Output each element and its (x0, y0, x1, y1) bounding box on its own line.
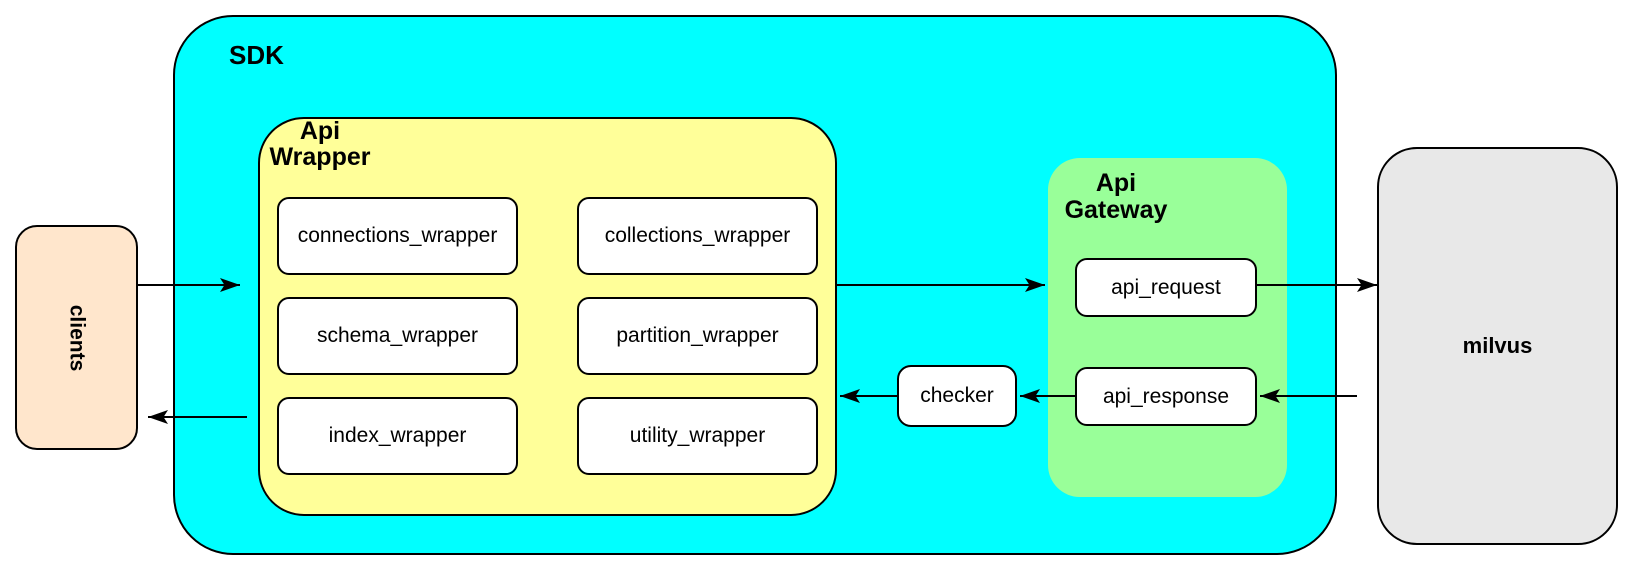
node-connections-wrapper: connections_wrapper (277, 197, 518, 275)
node-checker: checker (897, 365, 1017, 427)
node-clients: clients (15, 225, 138, 450)
node-partition-wrapper: partition_wrapper (577, 297, 818, 375)
node-utility-wrapper: utility_wrapper (577, 397, 818, 475)
api-wrapper-title-line2: Wrapper (269, 143, 371, 171)
api-gateway-container (1048, 158, 1287, 497)
api-wrapper-title-line1: Api (299, 117, 341, 145)
node-api-response: api_response (1075, 367, 1257, 426)
api-gateway-title: Api Gateway (1064, 170, 1168, 224)
api-wrapper-title: Api Wrapper (262, 118, 378, 170)
node-milvus: milvus (1377, 147, 1618, 545)
clients-label: clients (65, 304, 89, 371)
api-gateway-title-line1: Api (1095, 169, 1137, 197)
sdk-title: SDK (229, 40, 284, 70)
node-collections-wrapper: collections_wrapper (577, 197, 818, 275)
api-gateway-title-line2: Gateway (1064, 196, 1168, 224)
node-api-request: api_request (1075, 258, 1257, 317)
node-index-wrapper: index_wrapper (277, 397, 518, 475)
node-schema-wrapper: schema_wrapper (277, 297, 518, 375)
